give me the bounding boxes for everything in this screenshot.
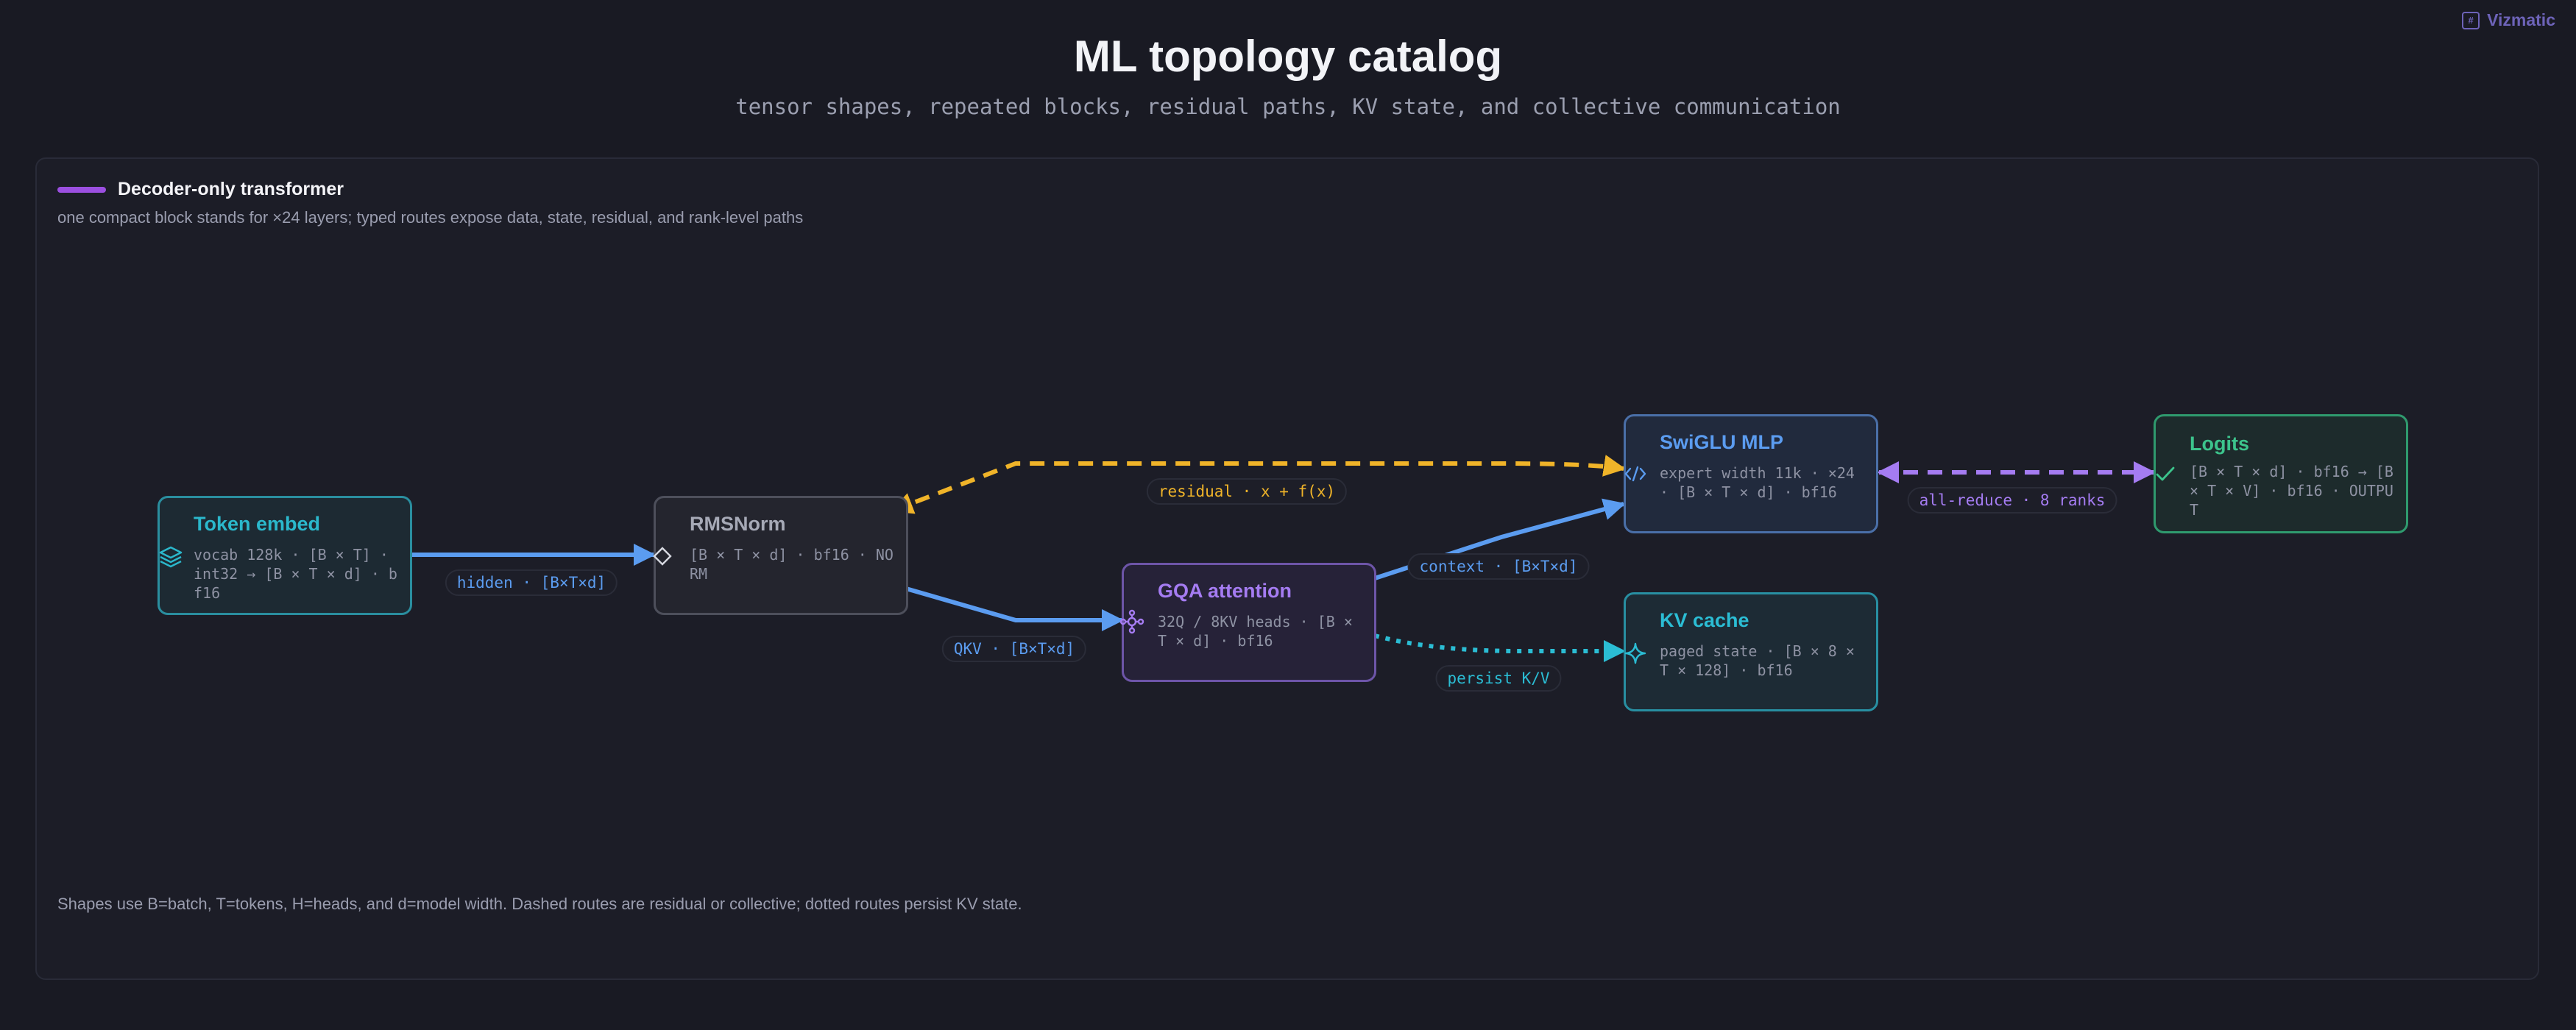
brand-name: Vizmatic xyxy=(2487,10,2555,29)
brand-logo: # Vizmatic xyxy=(2462,10,2555,30)
node-swiglu-mlp[interactable]: SwiGLU MLP expert width 11k · ×24 · [B ×… xyxy=(1624,414,1878,533)
node-gqa-attention-title: GQA attention xyxy=(1158,580,1292,602)
node-logits-title: Logits xyxy=(2190,433,2249,455)
check-icon xyxy=(2156,466,2175,481)
edge-label-persist: persist K/V xyxy=(1435,665,1562,692)
code-icon xyxy=(1624,466,1646,482)
node-swiglu-mlp-detail: expert width 11k · ×24 · [B × T × d] · b… xyxy=(1660,464,1864,501)
panel-accent-bar xyxy=(57,186,106,193)
panel-description: one compact block stands for ×24 layers;… xyxy=(57,208,804,227)
layers-icon xyxy=(159,546,183,568)
node-logits-detail: [B × T × d] · bf16 → [B × T × V] · bf16 … xyxy=(2190,463,2402,519)
panel-header: Decoder-only transformer xyxy=(57,179,344,200)
node-kv-cache[interactable]: KV cache paged state · [B × 8 × T × 128]… xyxy=(1624,592,1878,711)
panel-footnote: Shapes use B=batch, T=tokens, H=heads, a… xyxy=(57,895,1022,913)
sparkle-icon xyxy=(1624,642,1646,664)
diamond-icon xyxy=(653,547,672,566)
edge-residual xyxy=(891,455,1626,514)
edge-persist xyxy=(1374,633,1626,662)
edge-qkv xyxy=(905,586,1124,631)
node-kv-cache-detail: paged state · [B × 8 × T × 128] · bf16 xyxy=(1660,642,1864,679)
node-kv-cache-title: KV cache xyxy=(1660,609,1749,631)
node-token-embed-detail: vocab 128k · [B × T] · int32 → [B × T × … xyxy=(194,546,397,602)
node-rmsnorm[interactable]: RMSNorm [B × T × d] · bf16 · NORM xyxy=(653,496,908,615)
page-title: ML topology catalog xyxy=(1073,32,1503,81)
network-icon xyxy=(1119,609,1144,634)
edge-label-qkv: QKV · [B×T×d] xyxy=(941,636,1087,662)
node-logits[interactable]: Logits [B × T × d] · bf16 → [B × T × V] … xyxy=(2154,414,2408,533)
node-swiglu-mlp-title: SwiGLU MLP xyxy=(1660,431,1783,453)
panel-title: Decoder-only transformer xyxy=(118,179,344,199)
node-gqa-attention[interactable]: GQA attention 32Q / 8KV heads · [B × T ×… xyxy=(1119,563,1376,682)
brand-icon: # xyxy=(2462,11,2480,29)
edge-label-hidden: hidden · [B×T×d] xyxy=(445,569,618,596)
page-subtitle: tensor shapes, repeated blocks, residual… xyxy=(735,94,1841,119)
edge-label-context: context · [B×T×d] xyxy=(1407,553,1590,580)
edge-label-allreduce: all-reduce · 8 ranks xyxy=(1907,487,2117,514)
node-rmsnorm-detail: [B × T × d] · bf16 · NORM xyxy=(690,546,894,583)
node-rmsnorm-title: RMSNorm xyxy=(690,513,786,535)
edge-label-residual: residual · x + f(x) xyxy=(1146,478,1348,505)
node-gqa-attention-detail: 32Q / 8KV heads · [B × T × d] · bf16 xyxy=(1158,613,1362,650)
node-token-embed[interactable]: Token embed vocab 128k · [B × T] · int32… xyxy=(158,496,412,615)
node-token-embed-title: Token embed xyxy=(194,513,321,535)
